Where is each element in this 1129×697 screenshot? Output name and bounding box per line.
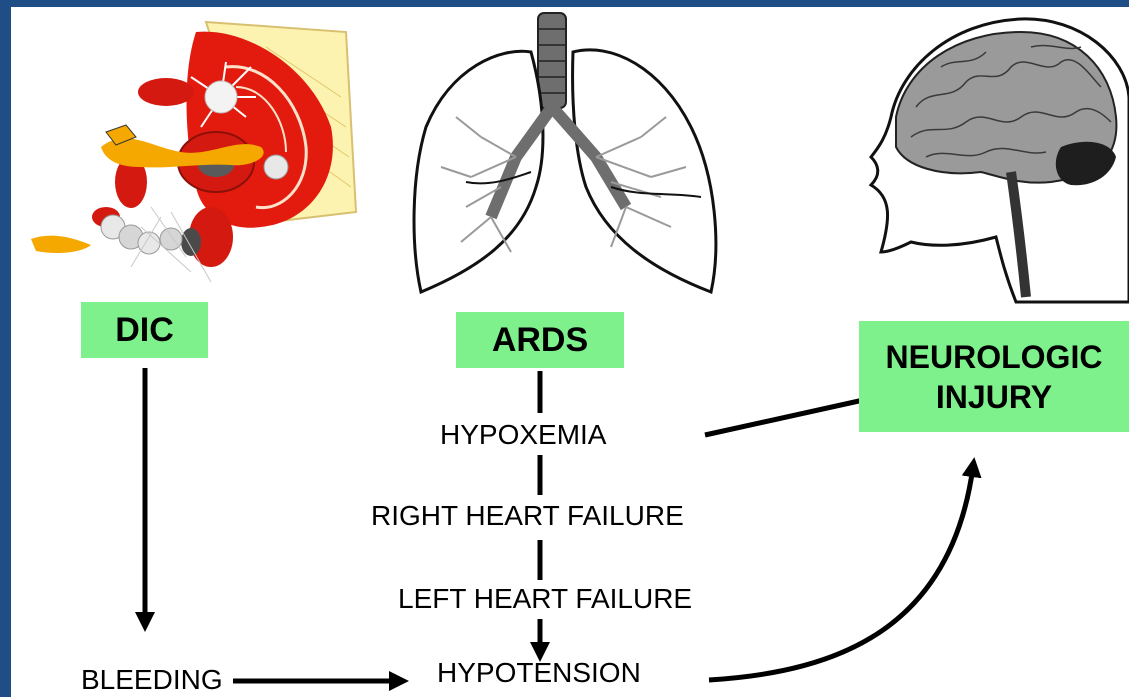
arrow-hypotension-to-neurologic-injury	[709, 467, 973, 680]
arrow-hypoxemia-to-neurologic-injury	[705, 397, 877, 435]
diagram-canvas: DIC ARDS NEUROLOGIC INJURY HYPOXEMIA RIG…	[11, 7, 1129, 697]
right-heart-failure-label: RIGHT HEART FAILURE	[371, 500, 684, 532]
dic-box: DIC	[81, 302, 208, 358]
hypotension-label: HYPOTENSION	[437, 657, 641, 689]
bleeding-label: BLEEDING	[81, 664, 223, 696]
ards-label: ARDS	[492, 321, 588, 360]
left-heart-failure-label: LEFT HEART FAILURE	[398, 583, 692, 615]
ards-box: ARDS	[456, 312, 624, 368]
hypoxemia-label: HYPOXEMIA	[440, 419, 606, 451]
injury-label: INJURY	[936, 377, 1052, 417]
neurologic-injury-box: NEUROLOGIC INJURY	[859, 321, 1129, 432]
dic-label: DIC	[115, 311, 174, 350]
neurologic-label: NEUROLOGIC	[886, 337, 1103, 377]
